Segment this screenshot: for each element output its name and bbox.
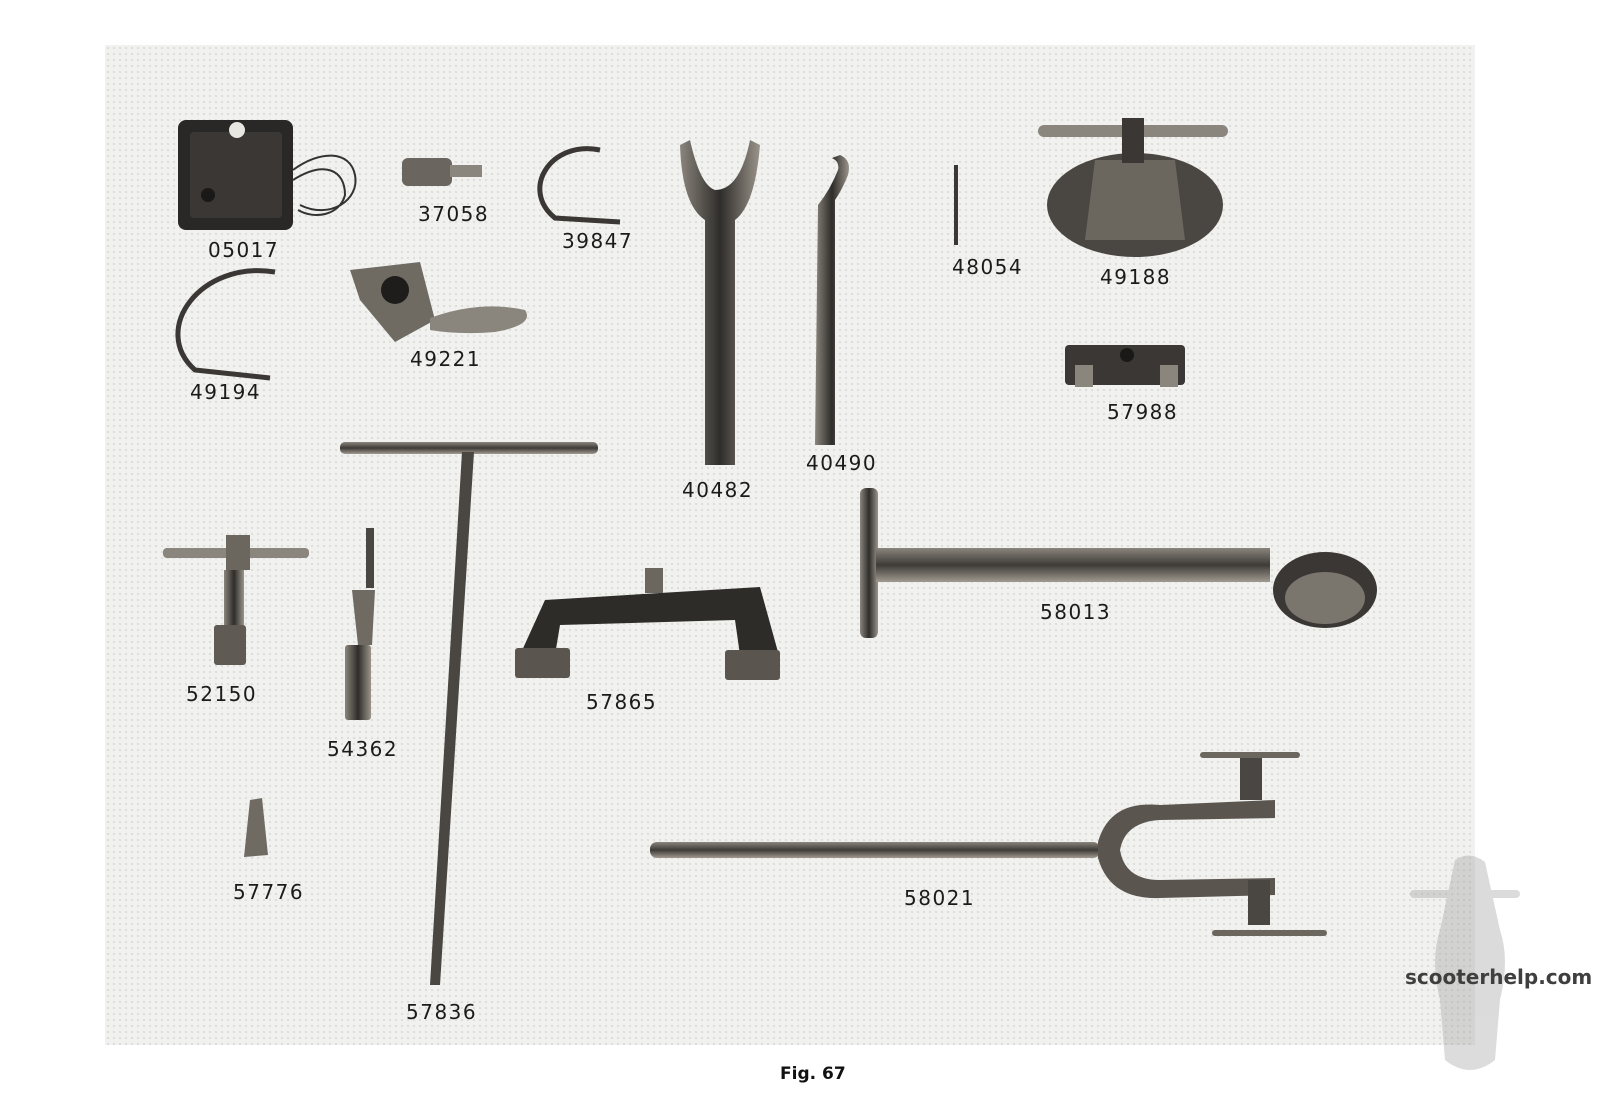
tool-40490-image [815, 155, 849, 445]
tool-label: 57836 [406, 1000, 478, 1024]
tool-54362-image [345, 528, 375, 720]
tool-label: 57776 [233, 880, 305, 904]
tool-label: 54362 [327, 737, 399, 761]
tool-label: 37058 [418, 202, 490, 226]
tool-label: 57988 [1107, 400, 1179, 424]
tool-37058-image [402, 158, 482, 186]
tool-label: 52150 [186, 682, 258, 706]
tool-52150-image [163, 535, 309, 665]
scooter-watermark-image [1410, 855, 1520, 1070]
tool-label: 48054 [952, 255, 1024, 279]
tool-58013-image [860, 488, 1377, 638]
watermark-text: scooterhelp.com [1405, 965, 1593, 989]
tool-label: 05017 [208, 238, 280, 262]
tool-label: 58021 [904, 886, 976, 910]
tool-57836-image [340, 442, 598, 985]
tool-label: 40490 [806, 451, 878, 475]
tool-58021-image [650, 752, 1327, 936]
figure-caption: Fig. 67 [780, 1064, 846, 1084]
tool-57776-image [244, 798, 268, 857]
tool-label: 39847 [562, 229, 634, 253]
tool-39847-image [537, 146, 621, 225]
tool-57988-image [1065, 345, 1185, 387]
tool-label: 40482 [682, 478, 754, 502]
tool-label: 49194 [190, 380, 262, 404]
tool-49194-image [175, 268, 276, 381]
tool-57865-image [515, 568, 780, 680]
tool-label: 49188 [1100, 265, 1172, 289]
tool-48054-image [954, 165, 958, 245]
tool-label: 49221 [410, 347, 482, 371]
tool-40482-image [680, 140, 760, 465]
tool-05017-image [178, 120, 357, 230]
tool-49188-image [1038, 118, 1228, 257]
tool-label: 57865 [586, 690, 658, 714]
tool-49221-image [350, 262, 527, 342]
tool-label: 58013 [1040, 600, 1112, 624]
